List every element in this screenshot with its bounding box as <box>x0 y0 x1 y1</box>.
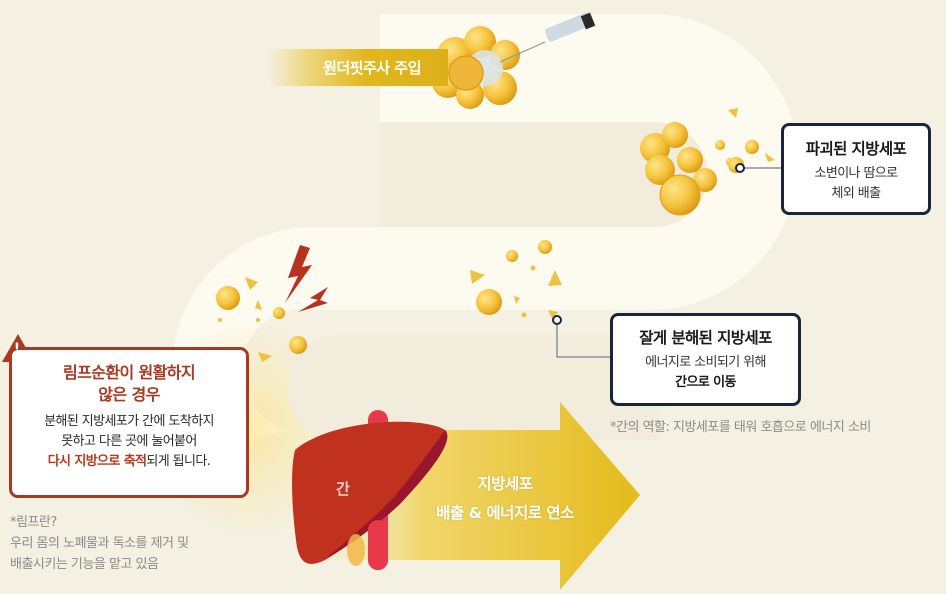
destroyed-fat-cells-line-1: 소변이나 땀으로 <box>814 166 898 181</box>
warning-highlight: 다시 지방으로 축적 <box>47 454 147 469</box>
fat-cluster-destroyed <box>640 108 775 216</box>
destroyed-fat-cells-title: 파괴된 지방세포 <box>805 140 907 158</box>
broken-fat-cells-box: 잘게 분해된 지방세포 에너지로 소비되기 위해 간으로 이동 <box>610 313 801 406</box>
liver-label: 간 <box>336 480 350 498</box>
warning-body: 분해된 지방세포가 간에 도착하지 못하고 다른 곳에 눌어붙어 다시 지방으로… <box>12 412 246 472</box>
broken-fat-cells-bold-line: 간으로 이동 <box>675 375 736 390</box>
warning-tail: 되게 됩니다. <box>146 454 211 469</box>
destroyed-fat-cells-box: 파괴된 지방세포 소변이나 땀으로 체외 배출 <box>781 123 931 215</box>
broken-fat-cells-title: 잘게 분해된 지방세포 <box>639 329 772 347</box>
arrow-caption-line-1: 지방세포 <box>477 475 533 493</box>
injection-label: 원더핏주사 주입 <box>268 49 448 86</box>
fat-fragments-middle <box>470 240 562 320</box>
syringe-illustration <box>499 12 596 63</box>
warning-title-line-2: 않은 경우 <box>98 385 160 404</box>
destroyed-fat-cells-line-2: 체외 배출 <box>831 186 882 201</box>
liver-role-note: *간의 역할: 지방세포를 태워 호흡으로 에너지 소비 <box>610 420 871 435</box>
warning-body-line-2: 못하고 다른 곳에 눌어붙어 <box>61 434 197 449</box>
warning-body-line-1: 분해된 지방세포가 간에 도착하지 <box>44 414 214 429</box>
exclamation-triangle-icon: ! <box>13 341 21 357</box>
lymph-warning-box: 림프순환이 원활하지 않은 경우 분해된 지방세포가 간에 도착하지 못하고 다… <box>9 347 249 498</box>
lymph-note-line-1: *림프란? <box>10 515 57 530</box>
fat-cluster-injection <box>432 26 520 109</box>
lymph-note-line-3: 배출시키는 기능을 맡고 있음 <box>10 557 159 572</box>
lymph-note-line-2: 우리 몸의 노폐물과 독소를 제거 및 <box>10 536 189 551</box>
lymph-definition-note: *림프란? 우리 몸의 노폐물과 독소를 제거 및 배출시키는 기능을 맡고 있… <box>10 512 189 575</box>
broken-fat-cells-line-1: 에너지로 소비되기 위해 <box>645 355 766 370</box>
arrow-caption-line-2: 배출 & 에너지로 연소 <box>436 504 574 522</box>
warning-title-line-1: 림프순환이 원활하지 <box>62 363 196 382</box>
arrow-caption: 지방세포 배출 & 에너지로 연소 <box>400 470 610 528</box>
fat-fragments-left <box>216 277 307 362</box>
warning-body-line-3: 다시 지방으로 축적되게 됩니다. <box>12 452 246 472</box>
